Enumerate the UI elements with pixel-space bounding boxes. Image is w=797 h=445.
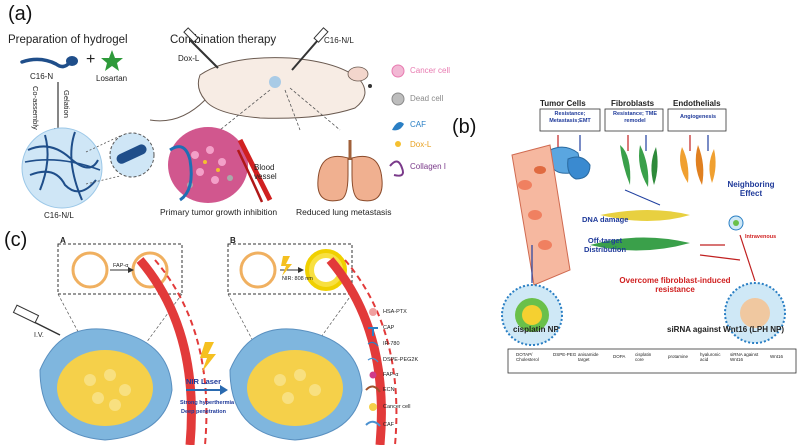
primary-tumor-caption: Primary tumor growth inhibition: [160, 207, 278, 217]
dna-damage-label: DNA damage: [582, 215, 629, 224]
sub-label-a: A: [60, 236, 66, 245]
endothelials-title: Endothelials: [673, 99, 721, 108]
plus-sign: +: [86, 51, 96, 68]
legend-c-cap: CAP: [383, 325, 395, 331]
cisplatin-np-label: cisplatin NP: [513, 325, 559, 334]
legend-b-dopa: DOPA: [613, 354, 626, 359]
legend-a-cancer-cell: Cancer cell: [410, 66, 451, 75]
nir-808-label: NIR: 808 nm: [282, 276, 313, 282]
legend-a-collagen: Collagen I: [410, 162, 447, 171]
legend-a-dead-cell: Dead cell: [410, 94, 444, 103]
panel-c-label: (c): [4, 229, 28, 251]
nir-laser-label: NIR Laser: [186, 377, 222, 386]
legend-c-ecn: ECN: [383, 387, 395, 393]
fibroblasts-title: Fibroblasts: [611, 99, 655, 108]
legend-b-cisplatin-core: cisplatin core: [635, 352, 652, 362]
box-resistance-tme: Resistance; TME remodel: [612, 111, 657, 124]
legend-c-cancer-cell: Cancer cell: [383, 404, 411, 410]
sub-label-b: B: [230, 236, 236, 245]
lung-metastasis-caption: Reduced lung metastasis: [296, 207, 392, 217]
c16n-molecule-icon: [20, 57, 72, 69]
sirna-np-label: siRNA against Wnt16 (LPH NP): [667, 325, 785, 334]
panel-a-graphics: [20, 27, 405, 209]
tumor-cells-icon: [549, 146, 591, 180]
c16n-label: C16-N: [30, 72, 54, 81]
legend-a-dox-l: Dox-L: [410, 140, 432, 149]
neighboring-effect-label: Neighboring Effect: [727, 180, 775, 198]
legend-c-dspe-peg2k: DSPE-PEG2K: [383, 357, 419, 363]
iv-label: I.V.: [34, 332, 44, 339]
legend-b-anisamide: anisamide target: [578, 352, 599, 362]
legend-c-hsa-ptx: HSA-PTX: [383, 309, 407, 315]
prep-hydrogel-title: Preparation of hydrogel: [8, 34, 128, 46]
gelation-label: Gelation: [62, 90, 71, 118]
legend-b-protamine: protamine: [668, 354, 689, 359]
losartan-label: Losartan: [96, 74, 128, 83]
legend-a-caf: CAF: [410, 120, 426, 129]
legend-b-hyaluronic: hyaluronic acid: [700, 352, 721, 362]
legend-c-ir780: IR-780: [383, 341, 400, 347]
tumor-left-illustration: [39, 257, 208, 445]
dox-l-label: Dox-L: [178, 54, 200, 63]
panel-b-graphics: [501, 108, 797, 374]
syringe-dox-icon: [183, 27, 219, 69]
losartan-star-icon: [101, 50, 123, 71]
tumor-right-illustration: [229, 257, 398, 445]
primary-tumor-illustration: [168, 127, 273, 203]
panel-a-label: (a): [8, 3, 33, 25]
mouse-illustration: [149, 57, 372, 122]
panel-b-label: (b): [452, 116, 477, 138]
iv-syringe-icon: [12, 304, 61, 336]
cisplatin-np-icon: [501, 284, 563, 346]
coassembly-label: Co-assembly: [31, 86, 40, 130]
blood-vessel-label: Blood vessel: [254, 163, 277, 181]
overcome-resistance-label: Overcome fibroblast-induced resistance: [619, 276, 731, 294]
endothelials-icon: [680, 145, 716, 185]
legend-b-dspe: DSPE-PEG: [553, 352, 577, 357]
box-angiogenesis: Angiogenesis: [679, 114, 717, 120]
legend-b-wnt16: Wnt16: [770, 354, 784, 359]
c16nl-bottom-label: C16-N/L: [44, 211, 74, 220]
syringe-c16nl-icon: [291, 27, 329, 71]
panel-c-graphics: [12, 243, 398, 445]
off-target-label: Off-target Distribution: [583, 236, 627, 254]
box-resistance-metastasis: Resistance; Metastasis;EMT: [549, 111, 591, 124]
lungs-illustration: [317, 140, 383, 202]
tumor-cells-title: Tumor Cells: [540, 99, 586, 108]
strong-hyperthermia-label: Strong hyperthermia: [180, 400, 235, 406]
legend-c-caf: CAF: [383, 422, 394, 428]
legend-c-fap-alpha: FAP-α: [383, 372, 399, 378]
fap-alpha-label: FAP-α: [113, 263, 129, 269]
intravenous-label: Intravenous: [745, 234, 777, 240]
hydrogel-network: [21, 127, 103, 209]
c16nl-top-label: C16-N/L: [324, 36, 354, 45]
fibroblasts-icon: [620, 145, 658, 187]
legend-b-sirna: siRNA against Wnt16: [730, 352, 759, 362]
deep-penetration-label: Deep penetration: [181, 409, 226, 415]
sirna-np-icon: [724, 282, 786, 344]
legend-b-dotap: DOTAP/ Cholesterol: [516, 352, 539, 362]
